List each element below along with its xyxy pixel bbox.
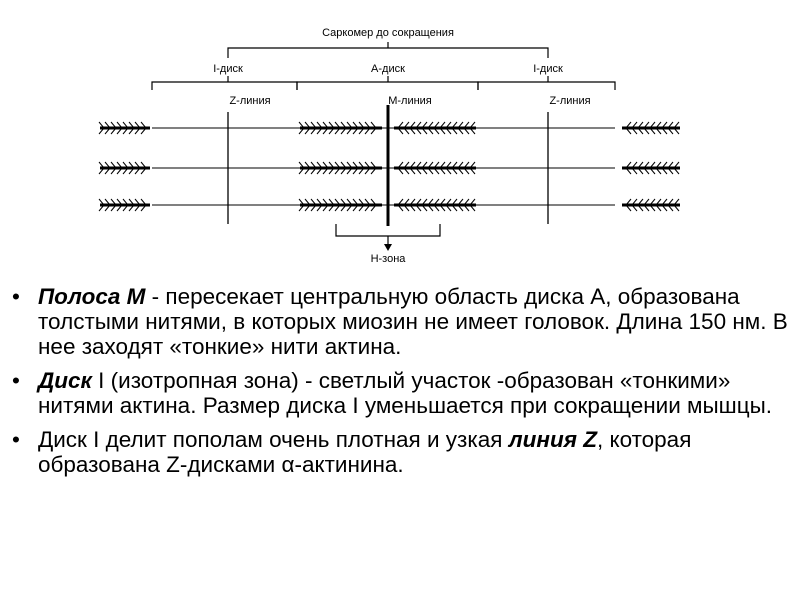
h-zone-arrowhead xyxy=(384,244,392,251)
thick-filaments xyxy=(98,121,680,212)
thick-filament-r2-s0 xyxy=(98,198,150,212)
label-h-zone: Н-зона xyxy=(371,253,407,265)
text-m-band: - пересекает центральную область диска А… xyxy=(38,284,788,359)
label-sarcomere: Саркомер до сокращения xyxy=(322,27,454,39)
thick-filament-r0-s3 xyxy=(622,121,680,135)
thick-filament-r2-s2 xyxy=(394,198,476,212)
sarcomere-diagram: Саркомер до сокращения I-диск А-диск I-д… xyxy=(98,27,680,265)
thick-filament-r0-s0 xyxy=(98,121,150,135)
bullet-marker: • xyxy=(12,368,20,393)
term-m-band: Полоса М xyxy=(38,284,146,309)
i-disc-right-brace xyxy=(477,76,616,90)
term-i-disc: Диск xyxy=(38,368,92,393)
bullet-m-band: • Полоса М - пересекает центральную обла… xyxy=(12,284,792,359)
text-z-line-before: Диск I делит пополам очень плотная и узк… xyxy=(38,427,509,452)
text-z-line-after: , которая образована Z-дисками α-актинин… xyxy=(38,427,692,477)
text-i-disc: I (изотропная зона) - светлый участок -о… xyxy=(38,368,773,418)
label-z-line-left: Z-линия xyxy=(229,95,270,107)
thick-filament-r0-s2 xyxy=(394,121,476,135)
i-disc-left-brace xyxy=(151,76,298,90)
bullet-list: • Полоса М - пересекает центральную обла… xyxy=(12,284,792,486)
thick-filament-r0-s1 xyxy=(298,121,382,135)
term-z-line: линия Z xyxy=(508,427,597,452)
label-z-line-right: Z-линия xyxy=(549,95,590,107)
bullet-marker: • xyxy=(12,284,20,309)
thick-filament-r2-s3 xyxy=(622,198,680,212)
bullet-i-disc: • Диск I (изотропная зона) - светлый уча… xyxy=(12,368,792,418)
thick-filament-r2-s1 xyxy=(298,198,382,212)
label-a-disc: А-диск xyxy=(371,63,405,75)
bullet-marker: • xyxy=(12,427,20,452)
thick-filament-r1-s3 xyxy=(622,161,680,175)
thick-filament-r1-s1 xyxy=(298,161,382,175)
label-i-disc-left: I-диск xyxy=(213,63,243,75)
thin-filaments xyxy=(152,127,615,206)
thick-filament-r1-s0 xyxy=(98,161,150,175)
thick-filament-r1-s2 xyxy=(394,161,476,175)
a-disc-brace xyxy=(296,76,479,90)
bullet-z-line: • Диск I делит пополам очень плотная и у… xyxy=(12,427,792,477)
label-m-line: М-линия xyxy=(388,95,432,107)
label-i-disc-right: I-диск xyxy=(533,63,563,75)
sarcomere-brace xyxy=(227,42,549,58)
